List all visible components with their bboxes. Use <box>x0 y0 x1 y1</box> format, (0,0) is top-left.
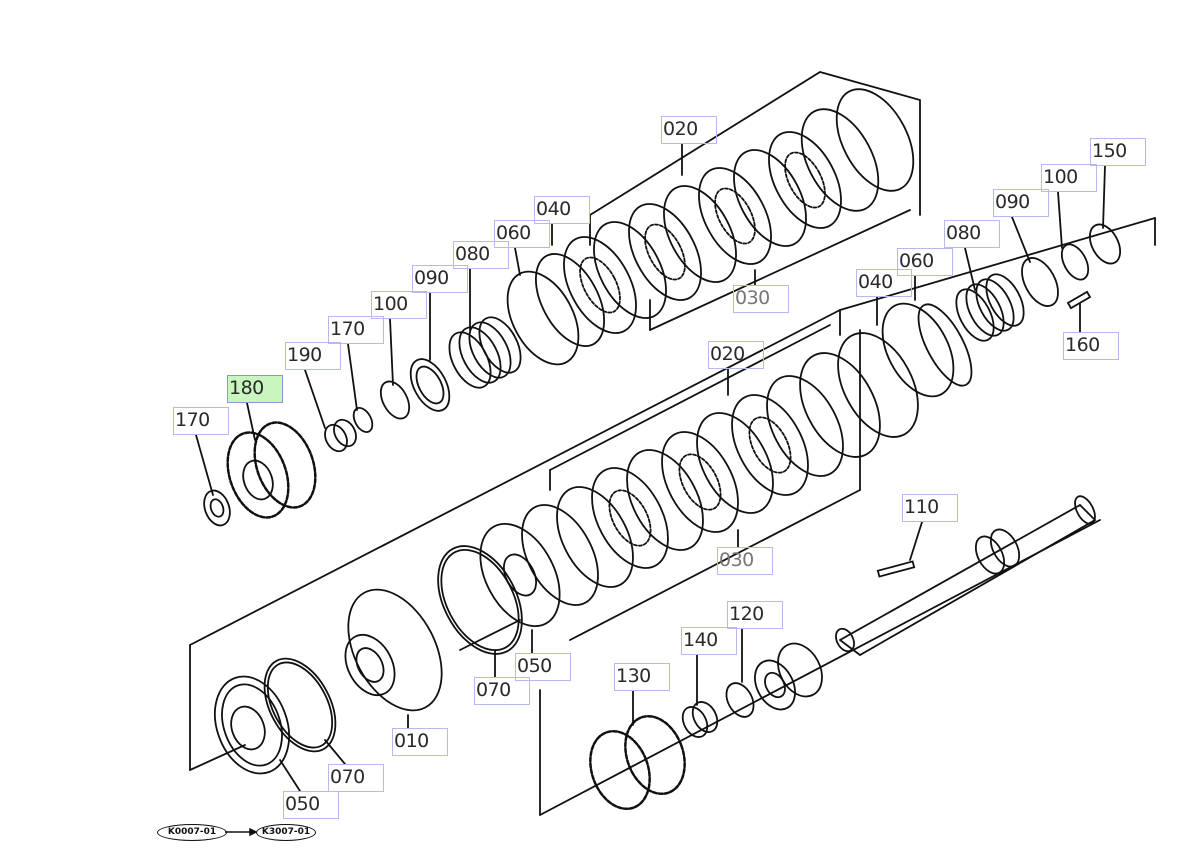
callout-160[interactable]: 160 <box>1063 332 1119 360</box>
callout-100-upper[interactable]: 100 <box>371 291 427 319</box>
callout-190[interactable]: 190 <box>285 342 341 370</box>
callout-180-selected[interactable]: 180 <box>227 375 283 403</box>
callout-130[interactable]: 130 <box>614 663 670 691</box>
callout-040-right[interactable]: 040 <box>856 269 912 297</box>
callout-010[interactable]: 010 <box>392 728 448 756</box>
callout-070-lower[interactable]: 070 <box>328 764 384 792</box>
callout-030-middle[interactable]: 030 <box>717 547 773 575</box>
callout-110[interactable]: 110 <box>902 494 958 522</box>
callout-100-right[interactable]: 100 <box>1041 164 1097 192</box>
callout-070-middle[interactable]: 070 <box>474 677 530 705</box>
callout-030-upper[interactable]: 030 <box>733 285 789 313</box>
callout-080-upper[interactable]: 080 <box>453 241 509 269</box>
callout-090-right[interactable]: 090 <box>993 189 1049 217</box>
reference-code-k0007: K0007-01 <box>157 824 227 841</box>
callout-170-upper[interactable]: 170 <box>328 316 384 344</box>
callout-060-upper[interactable]: 060 <box>494 220 550 248</box>
callout-050-middle[interactable]: 050 <box>515 653 571 681</box>
callout-020-upper[interactable]: 020 <box>661 116 717 144</box>
callout-140[interactable]: 140 <box>681 627 737 655</box>
callout-080-right[interactable]: 080 <box>944 220 1000 248</box>
reference-code-k3007: K3007-01 <box>256 824 316 841</box>
callout-020-middle[interactable]: 020 <box>708 341 764 369</box>
callout-060-right[interactable]: 060 <box>897 248 953 276</box>
callout-040-upper[interactable]: 040 <box>534 196 590 224</box>
callout-050-lower[interactable]: 050 <box>283 791 339 819</box>
callout-090-upper[interactable]: 090 <box>412 265 468 293</box>
callout-120[interactable]: 120 <box>727 601 783 629</box>
callout-170-left[interactable]: 170 <box>173 407 229 435</box>
callout-150[interactable]: 150 <box>1090 138 1146 166</box>
